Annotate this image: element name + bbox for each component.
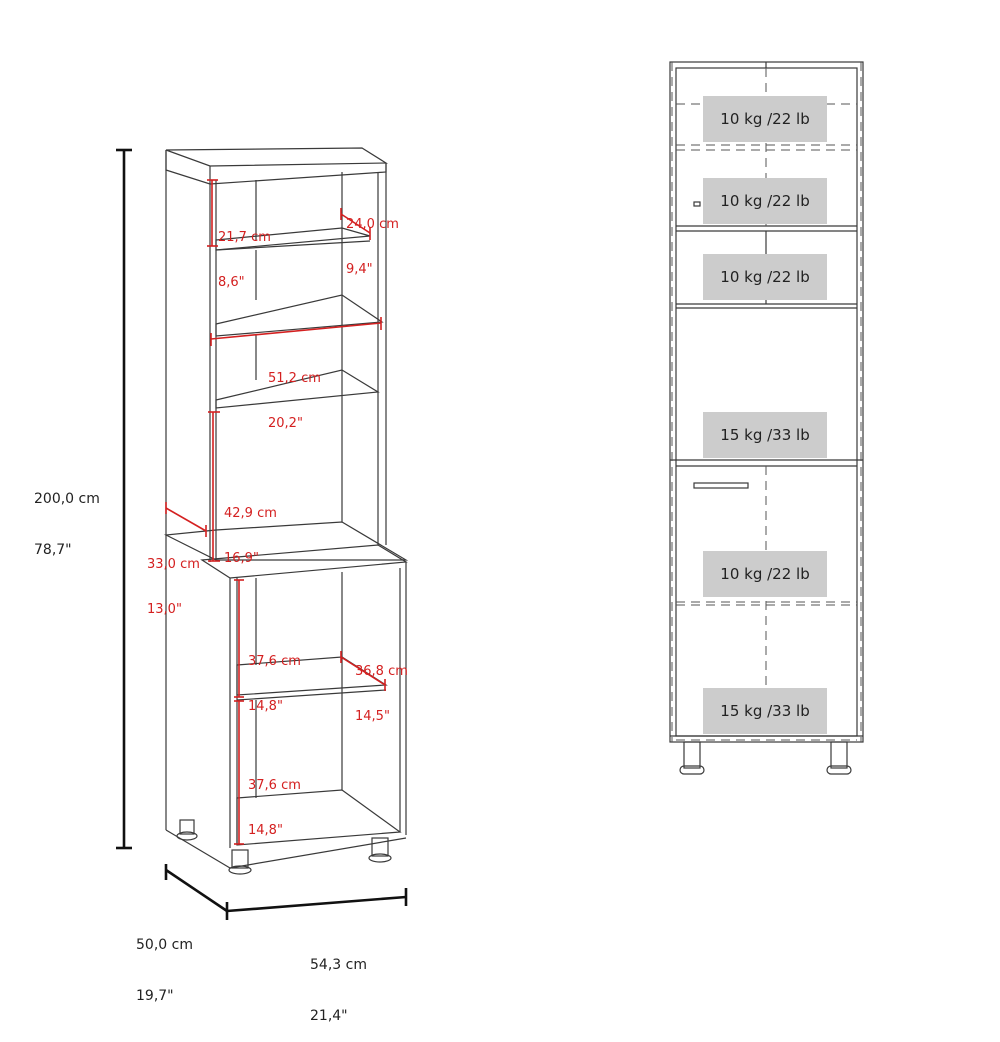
top-shelf-depth-label: 24,0 cm 9,4" <box>346 187 399 292</box>
top-cubby-height-label: 21,7 cm 8,6" <box>218 200 271 305</box>
lower-shelf-depth-label: 36,8 cm 14,5" <box>355 634 408 739</box>
overall-height-label: 200,0 cm 78,7" <box>34 457 100 576</box>
lower-bottom-height-in: 14,8" <box>248 823 283 838</box>
top-shelf-depth-cm: 24,0 cm <box>346 217 399 232</box>
lower-upper-height-label: 37,6 cm 14,8" <box>248 624 301 729</box>
open-niche-height-in: 16,9" <box>224 551 259 566</box>
lower-bottom-height-cm: 37,6 cm <box>248 778 301 793</box>
isometric-cabinet <box>163 147 409 875</box>
lower-upper-height-cm: 37,6 cm <box>248 654 301 669</box>
furniture-drawing <box>116 61 864 920</box>
inner-dimension-lines <box>165 179 386 845</box>
lower-upper-height-in: 14,8" <box>248 699 283 714</box>
weight-capacity-box: 10 kg /22 lb <box>703 551 827 597</box>
weight-capacity-box: 10 kg /22 lb <box>703 178 827 224</box>
top-cubby-height-in: 8,6" <box>218 275 245 290</box>
overall-width-cm: 54,3 cm <box>310 957 367 973</box>
overall-width-label: 54,3 cm 21,4" <box>310 923 367 1042</box>
hutch-depth-label: 33,0 cm 13,0" <box>147 527 200 632</box>
weight-capacity-box: 10 kg /22 lb <box>703 96 827 142</box>
overall-dimension-lines <box>116 148 408 920</box>
lower-shelf-depth-cm: 36,8 cm <box>355 664 408 679</box>
open-niche-height-label: 42,9 cm 16,9" <box>224 476 277 581</box>
front-view-cabinet <box>669 61 864 775</box>
lower-bottom-height-label: 37,6 cm 14,8" <box>248 748 301 853</box>
open-niche-height-cm: 42,9 cm <box>224 506 277 521</box>
overall-height-cm: 200,0 cm <box>34 491 100 507</box>
overall-height-in: 78,7" <box>34 542 72 558</box>
top-shelf-depth-in: 9,4" <box>346 262 373 277</box>
hutch-width-label: 51,2 cm 20,2" <box>268 341 321 446</box>
weight-capacity-box: 15 kg /33 lb <box>703 688 827 734</box>
weight-capacity-box: 10 kg /22 lb <box>703 254 827 300</box>
weight-capacity-box: 15 kg /33 lb <box>703 412 827 458</box>
top-cubby-height-cm: 21,7 cm <box>218 230 271 245</box>
hutch-width-in: 20,2" <box>268 416 303 431</box>
hutch-depth-in: 13,0" <box>147 602 182 617</box>
overall-depth-label: 50,0 cm 19,7" <box>136 903 193 1022</box>
lower-shelf-depth-in: 14,5" <box>355 709 390 724</box>
overall-depth-in: 19,7" <box>136 988 174 1004</box>
hutch-width-cm: 51,2 cm <box>268 371 321 386</box>
hutch-depth-cm: 33,0 cm <box>147 557 200 572</box>
overall-depth-cm: 50,0 cm <box>136 937 193 953</box>
overall-width-in: 21,4" <box>310 1008 348 1024</box>
